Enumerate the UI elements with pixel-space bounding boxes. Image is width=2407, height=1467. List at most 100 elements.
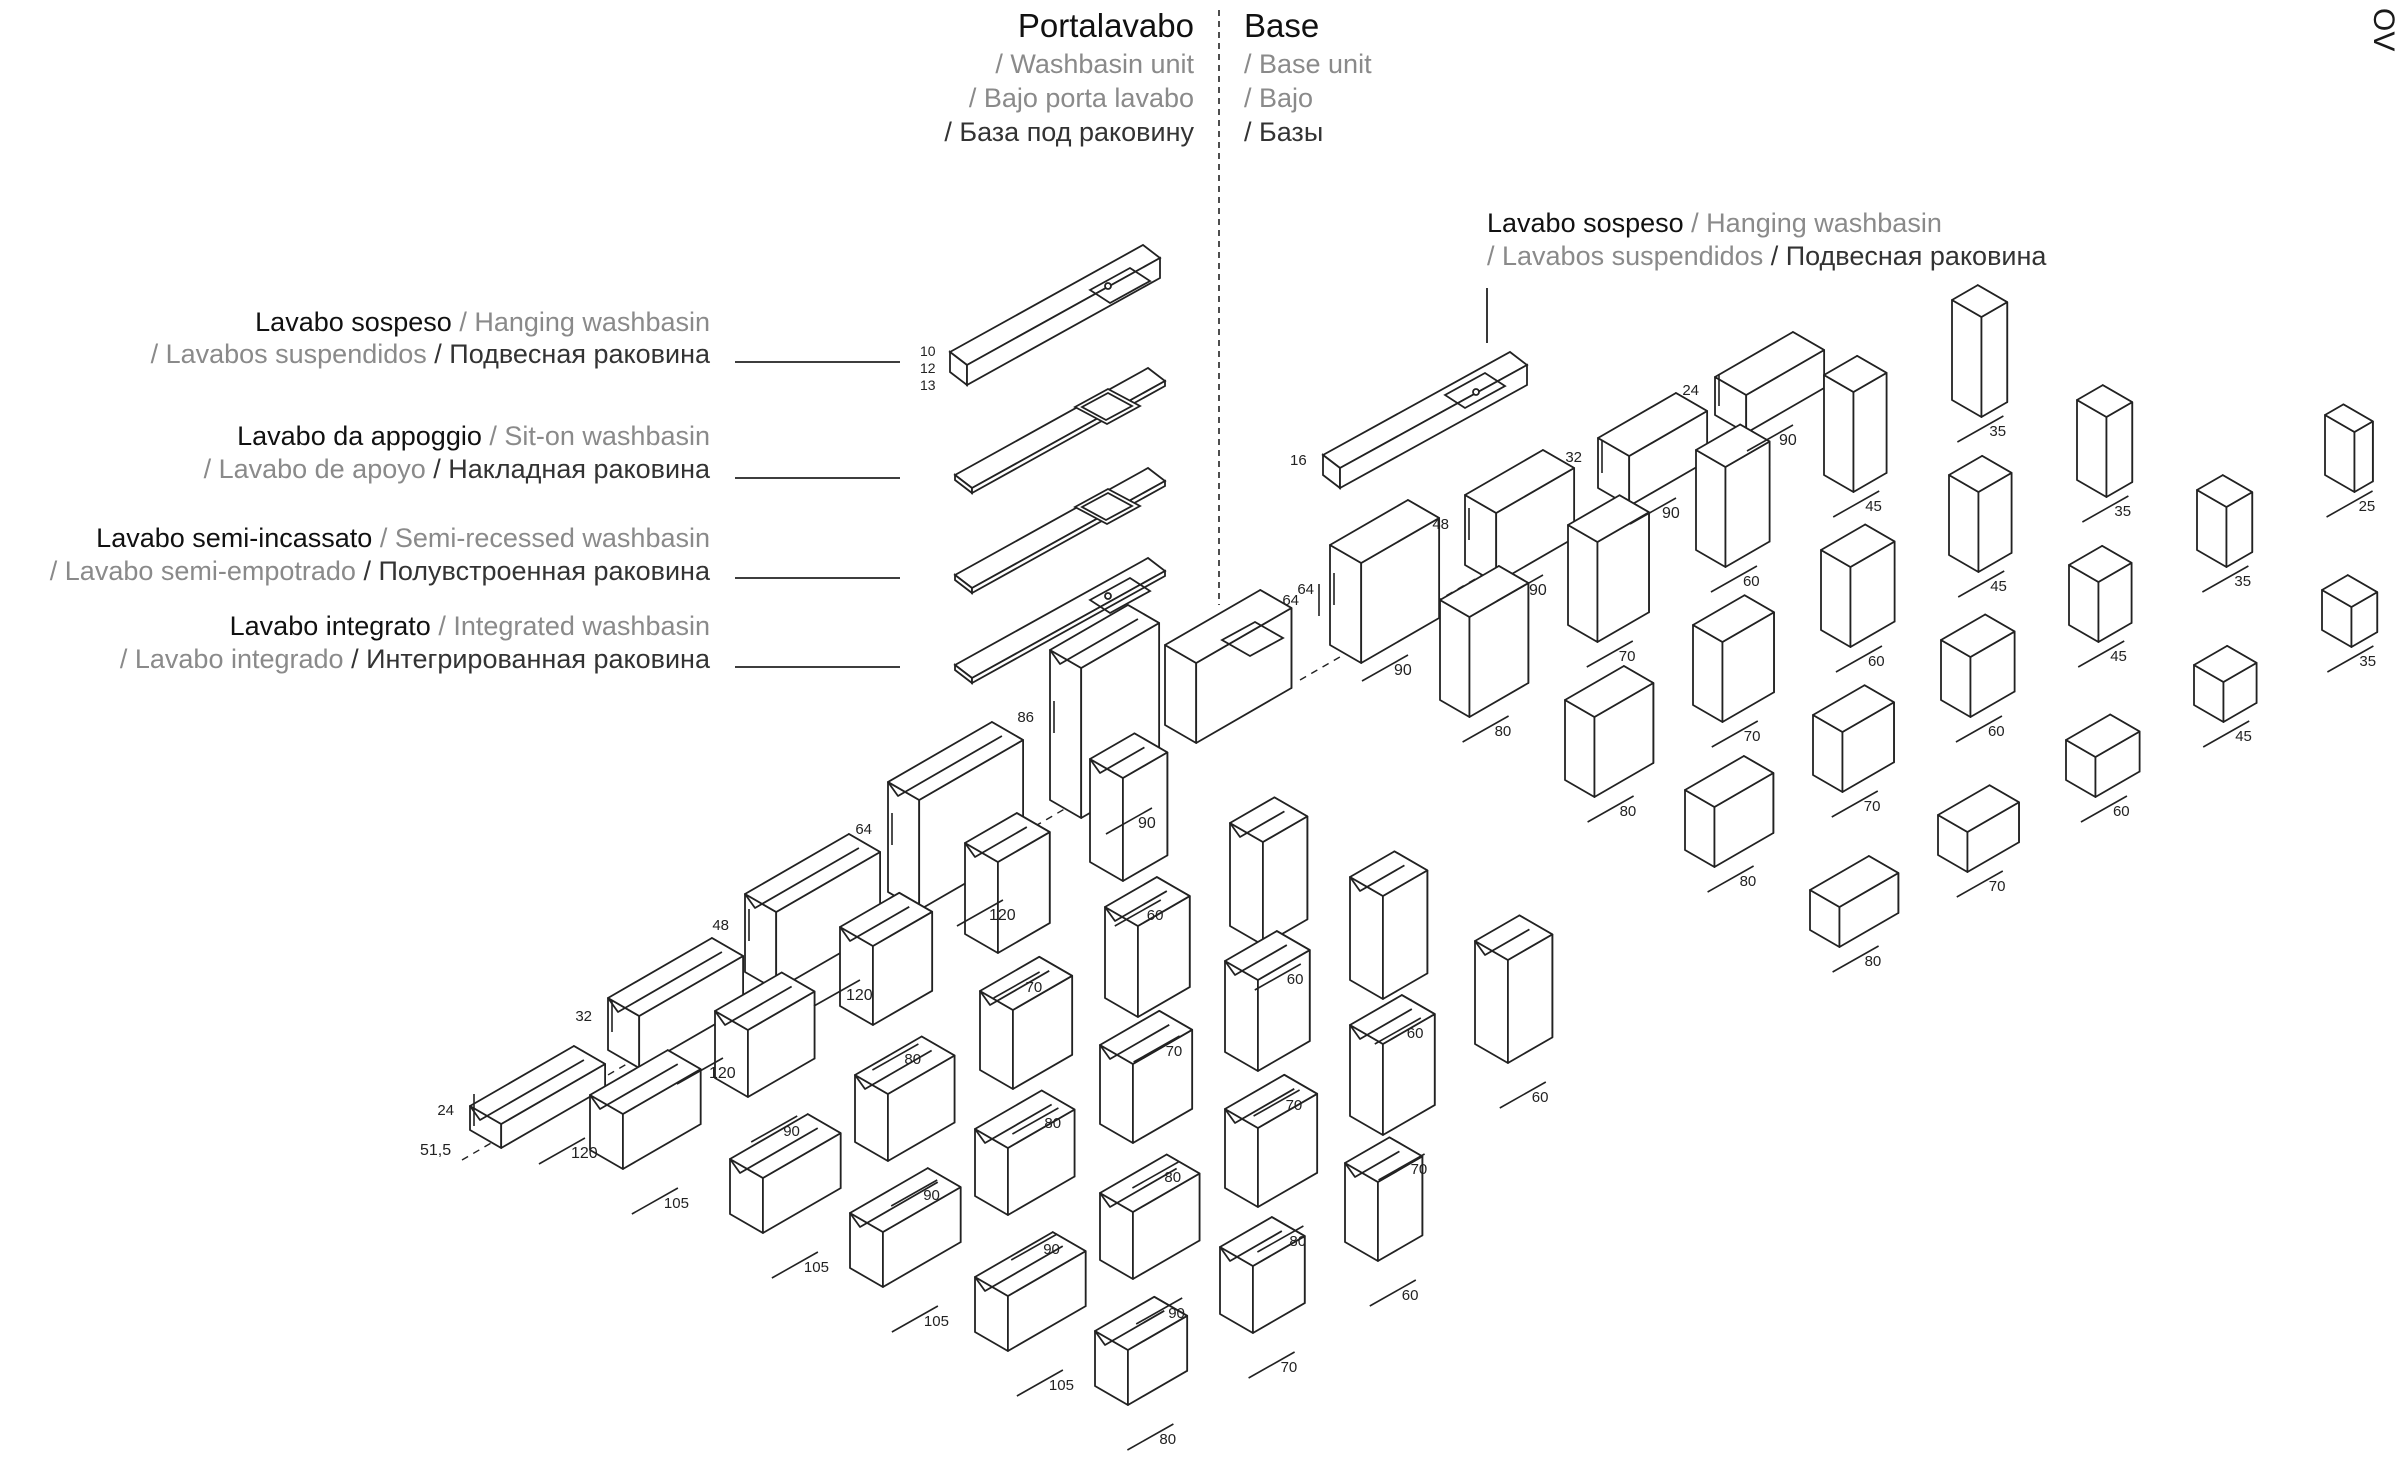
width-label-right-r2-c1-text: 80 (1740, 873, 1757, 890)
height-label-left-1-text: 24 (437, 1102, 454, 1119)
height-label-left-5: 86 (1017, 701, 1055, 733)
width-label-right-r4-c5: 35 (1956, 415, 2006, 443)
width-label-left-r2-c5-text: 60 (1287, 971, 1304, 988)
header-right-title: Base (1244, 7, 1320, 44)
left-unit-r1-c1 (589, 1049, 702, 1170)
label-base-hanging-line1: Lavabo sospeso / Hanging washbasin (1487, 207, 1942, 240)
label-semi-recessed-name: Lavabo semi-incassato (96, 523, 373, 553)
label-hanging-line1: Lavabo sospeso / Hanging washbasin (255, 306, 710, 339)
header-right-ru: / Базы (1244, 117, 1324, 147)
width-label-left-r4-c2-text: 90 (1168, 1305, 1185, 1322)
height-label-left-2-text: 32 (575, 1008, 592, 1025)
slab-base-hanging (1321, 350, 1529, 490)
left-unit-r5-c1 (1094, 1295, 1189, 1406)
left-back-unit-2 (607, 937, 744, 1069)
depth-label-left: 51,5 (420, 1142, 451, 1159)
left-unit-r4-c4 (1349, 994, 1436, 1136)
width-label-left-r4-c1: 105 (1016, 1369, 1074, 1397)
width-label-right-back-3-text: 90 (1662, 505, 1680, 522)
width-label-left-r1-c5-text: 60 (1147, 907, 1164, 924)
corner-logo: OV (2367, 8, 2400, 52)
label-integrated-es: / Lavabo integrado (119, 644, 344, 674)
label-base-hanging-es: / Lavabos suspendidos (1487, 241, 1764, 271)
right-back-unit-1 (1329, 499, 1441, 664)
label-sit-on-name: Lavabo da appoggio (237, 421, 482, 451)
height-label-right-4: 24 (1682, 374, 1720, 406)
width-label-right-r2-c3: 60 (1955, 715, 2005, 743)
width-label-right-back-4: 90 (1746, 424, 1797, 452)
height-label-left-1: 24 (437, 1094, 475, 1126)
label-sit-on-ru: / Накладная раковина (433, 454, 710, 484)
width-label-left-r1-c5: 60 (1114, 899, 1164, 927)
right-unit-r1-c5 (2321, 574, 2379, 648)
width-label-right-r4-c1: 80 (1462, 715, 1511, 743)
width-label-right-r2-c4: 45 (2077, 640, 2127, 668)
width-label-right-r3-c5: 35 (2081, 495, 2131, 523)
left-unit-r2-c1 (729, 1113, 842, 1234)
right-unit-r2-c6 (2324, 403, 2374, 493)
header-left-title: Portalavabo (1017, 7, 1194, 44)
width-label-left-r4-c3-text: 80 (1289, 1233, 1306, 1250)
height-label-left-4-text: 64 (855, 821, 872, 838)
width-label-left-r2-c3: 80 (1012, 1107, 1061, 1135)
width-label-right-r1-c3-text: 60 (2113, 803, 2130, 820)
width-label-left-r3-c4-text: 70 (1286, 1097, 1303, 1114)
slab-sit-on (953, 366, 1167, 495)
width-label-right-r3-c4-text: 45 (1990, 578, 2007, 595)
height-label-left-4: 64 (855, 813, 893, 845)
left-unit-r4-c5 (1474, 914, 1554, 1064)
left-unit-r3-c5 (1349, 850, 1429, 1000)
height-label-left-3: 48 (712, 909, 750, 941)
width-label-left-r1-c1: 105 (631, 1187, 689, 1215)
width-label-left-back-2-text: 120 (709, 1065, 736, 1082)
left-unit-r4-c1 (974, 1231, 1087, 1352)
width-label-left-back-4-text: 120 (989, 907, 1016, 924)
width-label-left-r1-c1-text: 105 (664, 1195, 689, 1212)
label-base-hanging-name: Lavabo sospeso (1487, 208, 1684, 238)
width-label-right-r1-c5-text: 35 (2359, 653, 2376, 670)
width-label-right-r4-c2: 70 (1586, 640, 1635, 668)
width-label-left-r5-c1: 80 (1127, 1423, 1176, 1451)
left-unit-r1-c3 (839, 891, 934, 1026)
label-hanging-ru: / Подвесная раковина (434, 339, 710, 369)
right-back-unit-2 (1464, 449, 1576, 584)
width-label-left-r4-c2: 90 (1135, 1297, 1185, 1325)
width-label-right-r1-c1: 80 (1832, 945, 1882, 973)
label-base-hanging-en: / Hanging washbasin (1691, 208, 1942, 238)
width-label-left-r3-c5: 60 (1374, 1017, 1423, 1045)
left-unit-r3-c2 (974, 1089, 1076, 1216)
left-unit-r3-c4 (1224, 930, 1311, 1072)
width-label-left-r5-c1-text: 80 (1159, 1431, 1176, 1448)
width-label-left-r4-c4-text: 70 (1411, 1161, 1428, 1178)
left-unit-r3-c1 (849, 1167, 962, 1288)
width-label-right-r2-c5-text: 35 (2234, 573, 2251, 590)
width-label-left-r3-c2: 90 (1010, 1233, 1060, 1261)
right-unit-r4-c3 (1695, 423, 1771, 568)
width-label-left-r2-c4: 70 (1133, 1035, 1183, 1063)
slab-integrated (953, 556, 1167, 685)
width-label-right-r2-c2-text: 70 (1864, 798, 1881, 815)
width-label-left-r2-c4-text: 70 (1166, 1043, 1183, 1060)
width-label-right-r1-c1-text: 80 (1865, 953, 1882, 970)
label-hanging-es: / Lavabos suspendidos (150, 339, 427, 369)
right-unit-r3-c1 (1564, 665, 1655, 798)
height-label-left-5-text: 86 (1017, 709, 1034, 726)
dim-label-hanging-3: 13 (920, 377, 936, 393)
width-label-right-r3-c2-text: 70 (1744, 728, 1761, 745)
label-hanging-name: Lavabo sospeso (255, 307, 452, 337)
left-unit-r4-c2 (1099, 1153, 1201, 1280)
right-unit-r3-c2 (1692, 594, 1775, 723)
label-integrated-ru: / Интегрированная раковина (351, 644, 710, 674)
width-label-left-r3-c3: 80 (1132, 1161, 1181, 1189)
slab-semi-recessed (953, 466, 1167, 595)
label-semi-recessed-es: / Lavabo semi-empotrado (49, 556, 356, 586)
width-label-left-r4-c3: 80 (1257, 1225, 1306, 1253)
height-label-left-2: 32 (575, 1000, 613, 1032)
width-label-left-back-5: 90 (1105, 807, 1156, 835)
width-label-right-r1-c2: 70 (1956, 870, 2005, 898)
width-label-right-back-3: 90 (1629, 497, 1680, 525)
right-back-unit-4 (1714, 331, 1826, 434)
right-unit-r3-c5 (2076, 384, 2134, 498)
width-label-left-back-2: 120 (676, 1057, 736, 1085)
